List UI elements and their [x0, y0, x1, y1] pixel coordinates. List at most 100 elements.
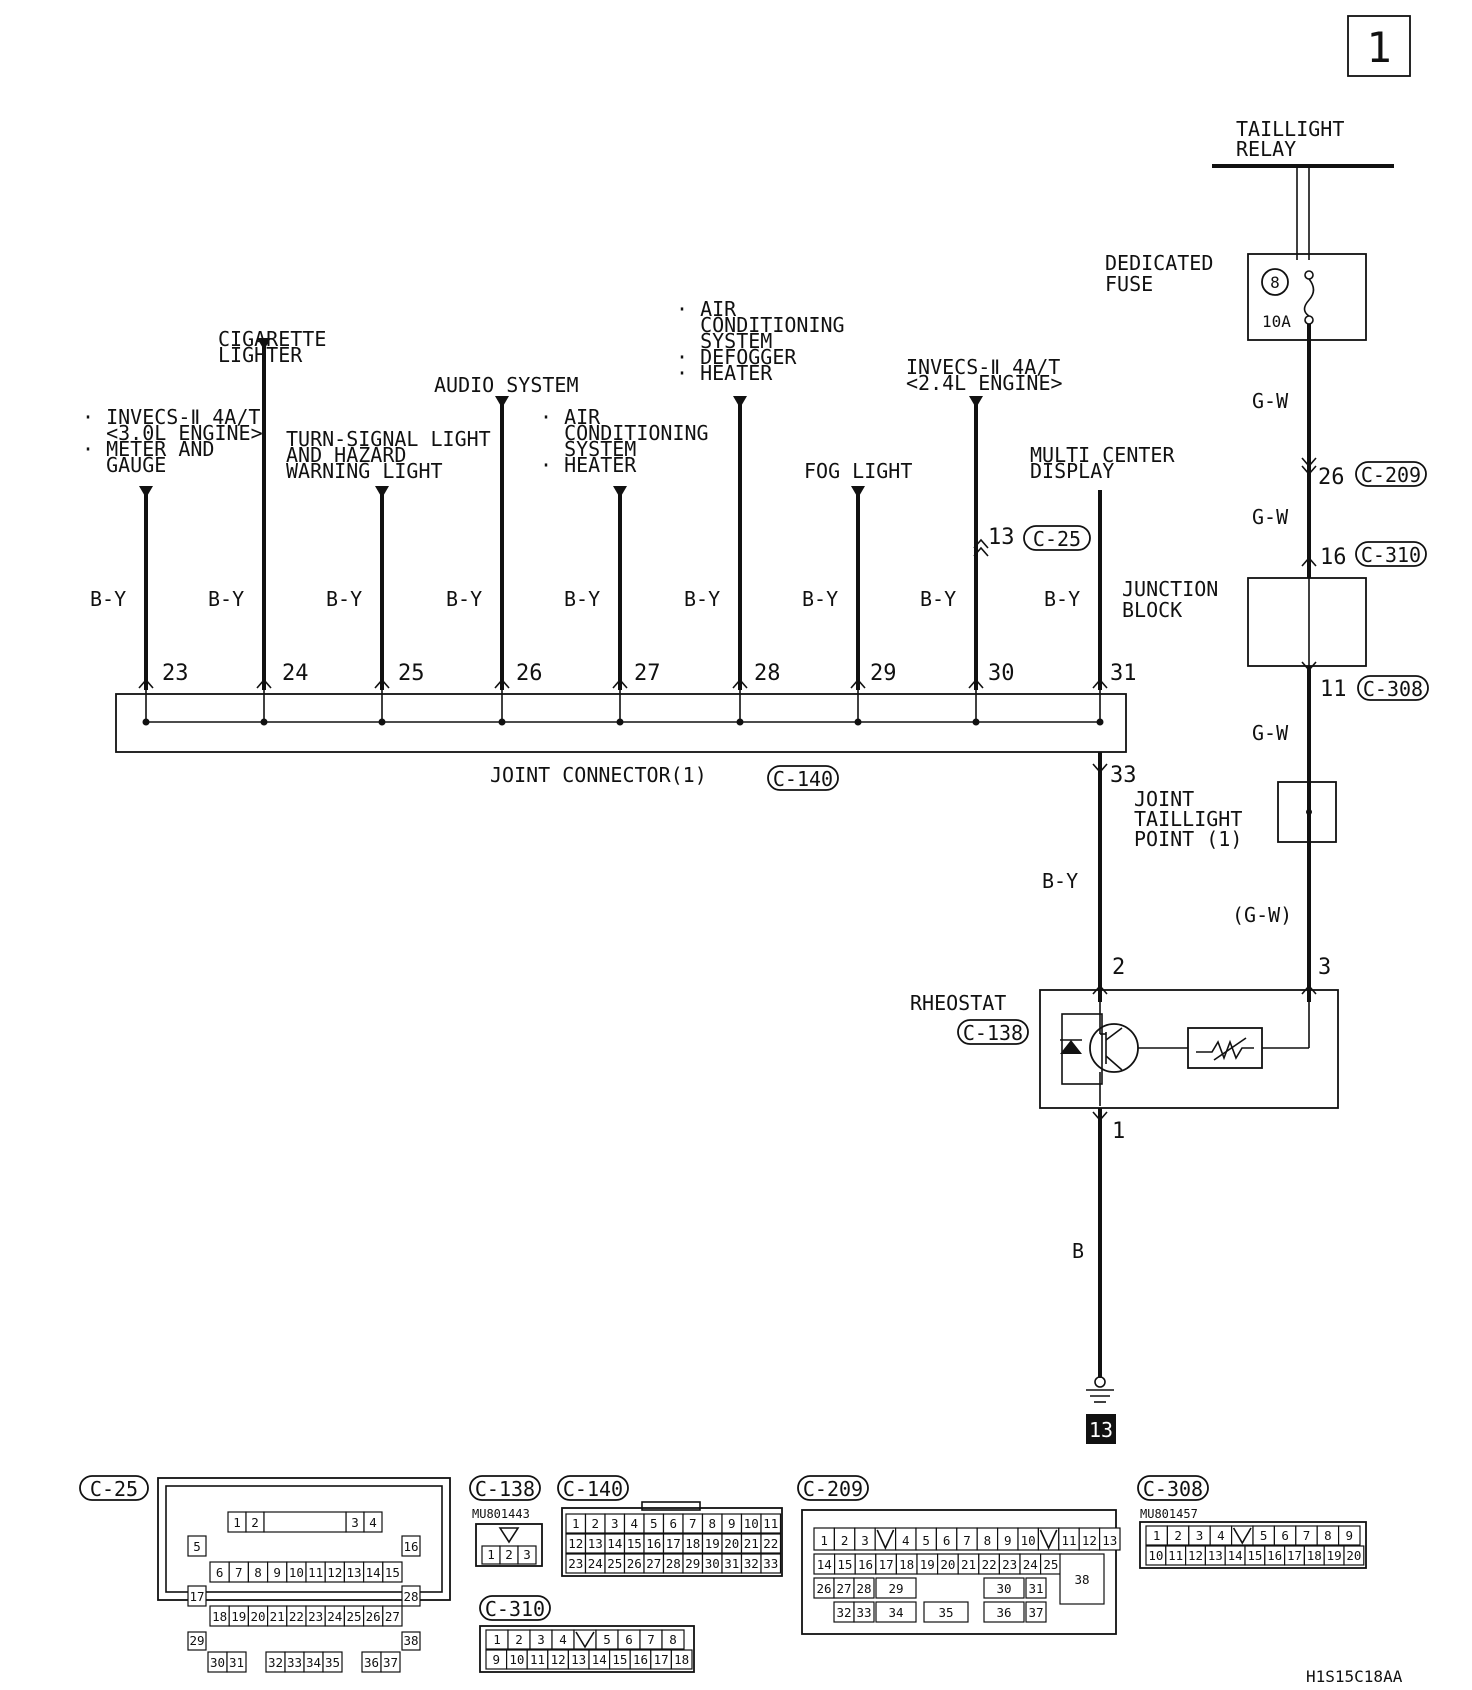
pin-13: 13	[988, 525, 1015, 550]
c138-pin: 3	[523, 1547, 531, 1562]
c209-pin: 9	[1004, 1533, 1012, 1548]
junction-label-1: JUNCTION	[1122, 577, 1218, 601]
c25-pin: 3	[351, 1515, 359, 1530]
c140-pin: 21	[744, 1536, 759, 1551]
c138-key	[498, 1527, 520, 1544]
c209-pin: 19	[920, 1557, 935, 1572]
branch-label-23-1: <3.0L ENGINE>	[82, 421, 263, 445]
c25-pin: 23	[308, 1609, 323, 1624]
branch-label-31-0: MULTI CENTER	[1030, 443, 1175, 467]
joint-point-label-1: JOINT	[1134, 787, 1194, 811]
c140-pin: 10	[744, 1516, 759, 1531]
branch-arrow-25	[374, 678, 390, 689]
c25-pin: 1	[233, 1515, 241, 1530]
branch-label-27-3: · HEATER	[540, 453, 637, 477]
svg-text:C-140: C-140	[773, 767, 833, 791]
c25-cell	[401, 1585, 421, 1607]
branch-wire-color-28: B-Y	[684, 587, 720, 611]
c310-pin: 5	[603, 1632, 611, 1647]
branch-label-30-1: <2.4L ENGINE>	[906, 371, 1063, 395]
c140-pin: 23	[568, 1556, 583, 1571]
c209-pin: 3	[861, 1533, 869, 1548]
branch-label-28-4: · HEATER	[676, 361, 773, 385]
branch-27: B-Y27· AIR CONDITIONING SYSTEM· HEATER	[540, 405, 709, 726]
c25-pin: 37	[383, 1655, 398, 1670]
branch-label-25-1: AND HAZARD	[286, 443, 406, 467]
branch-pin-29: 29	[870, 661, 897, 686]
branch-label-23-0: · INVECS-Ⅱ 4A/T	[82, 405, 260, 429]
c308-part-number: MU801457	[1140, 1507, 1198, 1521]
c310-key	[575, 1631, 595, 1649]
branch-label-27-2: SYSTEM	[540, 437, 636, 461]
c209-pin: 5	[922, 1533, 930, 1548]
c209-pin: 35	[938, 1605, 953, 1620]
branch-terminal-24	[257, 338, 271, 350]
branch-label-28-1: CONDITIONING	[676, 313, 845, 337]
c308-cell	[1337, 1525, 1361, 1546]
c140-pin: 11	[763, 1516, 778, 1531]
branch-arrow-26	[494, 678, 510, 689]
branch-terminal-30	[969, 396, 983, 408]
branch-pin-28: 28	[754, 661, 781, 686]
c25-cell	[380, 1651, 401, 1673]
c310-pin: 9	[493, 1652, 501, 1667]
c140-pin: 15	[627, 1536, 642, 1551]
c308-pin: 12	[1188, 1548, 1203, 1563]
branch-label-23-3: GAUGE	[82, 453, 166, 477]
branch-pin-24: 24	[282, 661, 309, 686]
branch-label-27-1: CONDITIONING	[540, 421, 709, 445]
joint-connector-branches: B-Y 23 · INVECS-Ⅱ 4A/T <3.0L ENGINE>· METE…	[82, 297, 1175, 726]
pin-16: 16	[1320, 545, 1347, 570]
c138-pin: 1	[487, 1547, 495, 1562]
c25-cell	[263, 1511, 347, 1533]
branch-terminal-23	[139, 486, 153, 498]
c209-pin: 4	[902, 1533, 910, 1548]
c25-pin: 5	[193, 1539, 201, 1554]
branch-label-23-2: · METER AND	[82, 437, 214, 461]
c25-pin: 32	[268, 1655, 283, 1670]
c25-pin: 17	[189, 1589, 204, 1604]
c209-pin: 30	[996, 1581, 1011, 1596]
c310-pin: 7	[647, 1632, 655, 1647]
c310-pin: 16	[633, 1652, 648, 1667]
c310-pin: 17	[654, 1652, 669, 1667]
c25-cell	[187, 1585, 207, 1607]
branch-wire-color-23: B-Y	[90, 587, 126, 611]
c140-pin: 33	[763, 1556, 778, 1571]
c209-pin: 17	[879, 1557, 894, 1572]
c140-pin: 12	[568, 1536, 583, 1551]
joint-point-label-2: TAILLIGHT	[1134, 807, 1242, 831]
branch-pin-31: 31	[1110, 661, 1137, 686]
branch-wire-color-26: B-Y	[446, 587, 482, 611]
branch-terminal-29	[851, 486, 865, 498]
junction-block: JUNCTION BLOCK	[1122, 577, 1367, 667]
c308-pin: 16	[1267, 1548, 1282, 1563]
pin-1: 1	[1112, 1119, 1125, 1144]
c140-pin: 9	[728, 1516, 736, 1531]
c308-pin: 3	[1196, 1528, 1204, 1543]
branch-terminal-27	[613, 486, 627, 498]
c25-pin: 12	[327, 1565, 342, 1580]
branch-label-25-0: TURN-SIGNAL LIGHT	[286, 427, 491, 451]
c25-cell	[401, 1631, 421, 1651]
pin-11: 11	[1320, 677, 1347, 702]
connector-c140-label: C-140	[767, 765, 839, 791]
c209-pin: 11	[1061, 1533, 1076, 1548]
c209-pin: 8	[984, 1533, 992, 1548]
c25-pin: 20	[250, 1609, 265, 1624]
c140-pin: 2	[591, 1516, 599, 1531]
c25-pin: 2	[251, 1515, 259, 1530]
figure-code: H1S15C18AA	[1306, 1667, 1403, 1686]
c140-pin: 6	[669, 1516, 677, 1531]
branch-pin-23: 23	[162, 661, 189, 686]
c308-pin: 10	[1148, 1548, 1163, 1563]
c310-cell	[661, 1629, 685, 1650]
